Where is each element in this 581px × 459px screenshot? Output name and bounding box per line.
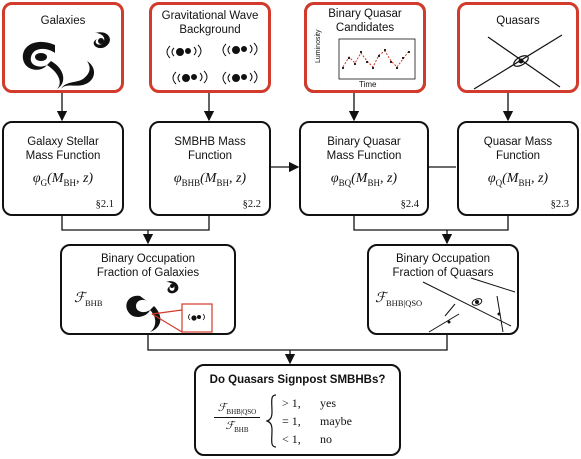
smbhb-title: SMBHB Mass Function (174, 136, 246, 162)
galaxy-merger-icon (126, 281, 213, 333)
case-no: < 1,no (282, 432, 332, 446)
case-maybe: = 1,maybe (282, 414, 352, 428)
quasar-icon (473, 34, 563, 90)
galaxy-occupation-symbol: ℱBHB (74, 291, 103, 308)
ratio-fraction: ℱBHB|QSO ℱBHB (214, 401, 260, 434)
bqmf-title: Binary Quasar Mass Function (326, 136, 402, 162)
signpost-question-box: Do Quasars Signpost SMBHBs? ℱBHB|QSO ℱBH… (194, 364, 401, 456)
gsmf-equation: φG(MBH, z) (32, 171, 94, 188)
binary-quasar-icon (422, 277, 516, 333)
smbhb-mass-function-box: SMBHB Mass Function φBHB(MBH, z) §2.2 (149, 121, 271, 216)
ratio-numerator: ℱBHB|QSO (217, 402, 257, 417)
signpost-title: Do Quasars Signpost SMBHBs? (209, 374, 386, 386)
galaxy-stellar-mass-function-box: Galaxy Stellar Mass Function φG(MBH, z) … (2, 121, 124, 216)
qmf-title: Quasar Mass Function (483, 136, 553, 162)
galaxies-title: Galaxies (40, 15, 86, 27)
binary-quasar-candidates-box: Binary Quasar Candidates Luminosity Time (304, 2, 426, 93)
gsmf-title: Galaxy Stellar Mass Function (25, 136, 101, 162)
ratio-fraction-bar (214, 417, 260, 419)
lightcurve-ylabel: Luminosity (315, 29, 322, 63)
smbhb-section-ref: §2.2 (242, 199, 261, 210)
gw-background-box: Gravitational Wave Background (149, 2, 271, 93)
binary-pair-icon (166, 42, 258, 85)
bqmf-section-ref: §2.4 (400, 199, 419, 210)
gsmf-section-ref: §2.1 (95, 199, 114, 210)
galaxy-occupation-box: Binary Occupation Fraction of Galaxies ℱ… (60, 244, 236, 335)
quasars-title: Quasars (496, 15, 540, 27)
quasars-box: Quasars (457, 2, 579, 93)
ratio-denominator: ℱBHB (225, 420, 249, 435)
case-list: > 1,yes = 1,maybe < 1,no (282, 394, 352, 448)
lightcurve-xlabel: Time (359, 80, 377, 89)
quasar-mass-function-box: Quasar Mass Function φQ(MBH, z) §2.3 (457, 121, 579, 216)
lightcurve-icon (338, 38, 416, 80)
galaxy-occupation-title: Binary Occupation Fraction of Galaxies (96, 253, 200, 279)
gw-background-title: Gravitational Wave Background (161, 10, 259, 36)
case-yes: > 1,yes (282, 396, 336, 410)
galaxies-icon (22, 32, 110, 89)
bqmf-equation: φBQ(MBH, z) (330, 171, 398, 188)
qmf-section-ref: §2.3 (550, 199, 569, 210)
binary-quasar-mass-function-box: Binary Quasar Mass Function φBQ(MBH, z) … (299, 121, 429, 216)
quasar-occupation-title: Binary Occupation Fraction of Quasars (392, 253, 494, 279)
smbhb-equation: φBHB(MBH, z) (173, 171, 247, 188)
quasar-occupation-box: Binary Occupation Fraction of Quasars ℱB… (367, 244, 519, 335)
galaxies-box: Galaxies (2, 2, 124, 93)
brace-icon (266, 394, 277, 448)
quasar-occupation-symbol: ℱBHB|QSO (375, 291, 423, 308)
bq-candidates-title: Binary Quasar Candidates (328, 8, 402, 34)
qmf-equation: φQ(MBH, z) (487, 171, 549, 188)
